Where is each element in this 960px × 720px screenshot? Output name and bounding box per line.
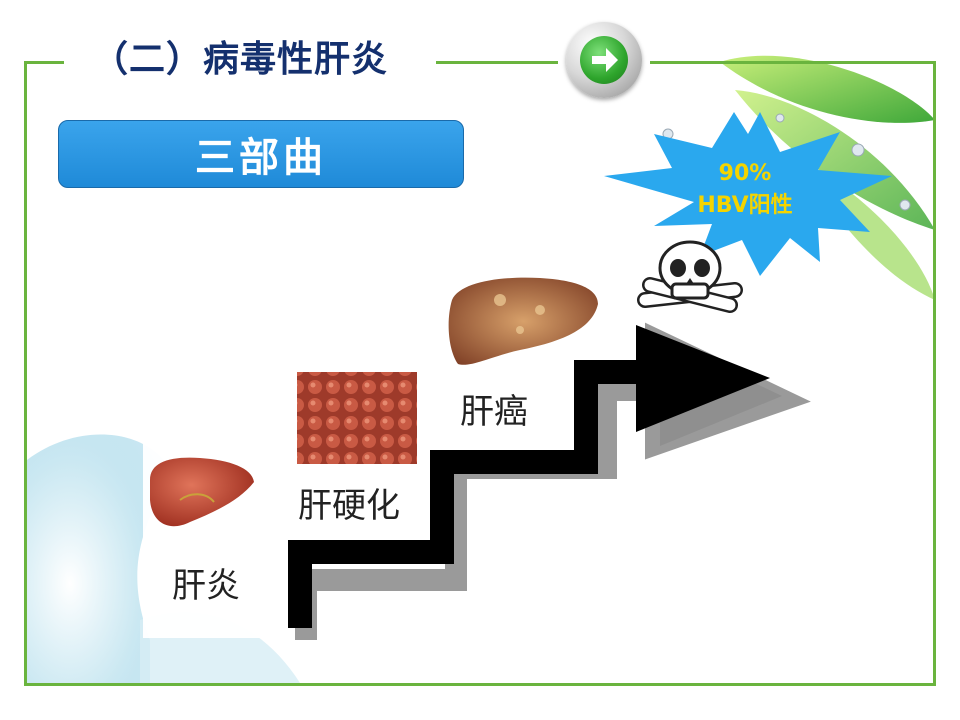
callout-percentage: 90% [718, 161, 772, 186]
slide-title: （二）病毒性肝炎 [92, 39, 389, 80]
next-slide-button[interactable] [566, 22, 642, 98]
skull-crossbones-icon [637, 240, 743, 313]
callout-hbv-label: HBV阳性 [697, 193, 793, 218]
progression-arrow [636, 325, 770, 432]
title-background [64, 50, 436, 78]
starburst-callout [604, 112, 892, 276]
healthy-liver-image [150, 457, 254, 527]
stage-label-hepatitis: 肝炎 [172, 566, 240, 606]
stage-label-cancer: 肝癌 [460, 392, 528, 432]
callout-text: 90% HBV阳性 [690, 158, 800, 222]
stage-label-cirrhosis: 肝硬化 [298, 486, 400, 526]
cirrhosis-tissue-image [297, 372, 417, 464]
slide-frame [24, 61, 936, 686]
section-banner: 三部曲 [58, 120, 464, 188]
section-label: 三部曲 [195, 135, 327, 181]
staircase-steps [288, 360, 642, 628]
arrow-right-icon [592, 48, 618, 72]
cancerous-liver-image [448, 277, 598, 365]
